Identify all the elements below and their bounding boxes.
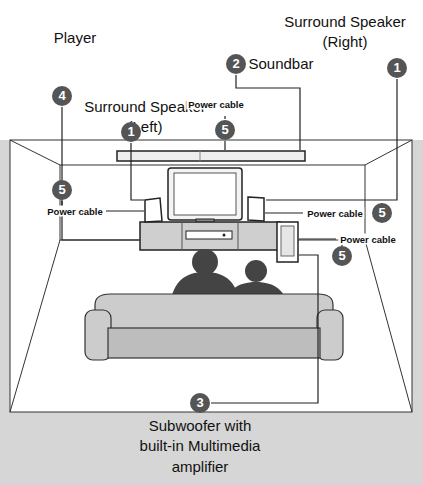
part-label: Surround Speaker (Right): [278, 12, 413, 53]
callout-number: 2: [226, 54, 246, 74]
callout-number: 5: [332, 246, 352, 266]
cable-label: Power cable: [45, 206, 104, 217]
part-label: Soundbar: [248, 54, 313, 74]
surround-speaker-right: [248, 197, 264, 221]
sofa: [85, 294, 343, 360]
leader-lines: [62, 75, 397, 403]
soundbar: [117, 151, 305, 161]
cable-label: Power cable: [305, 208, 364, 219]
room: [10, 140, 412, 412]
callout-number: 5: [52, 180, 72, 200]
ground: [0, 140, 423, 485]
part-label: Player: [54, 28, 97, 48]
soundbar-detail: [200, 151, 201, 161]
cable-label: Power cable: [186, 99, 245, 110]
callout-number: 5: [215, 120, 235, 140]
callout-number: 1: [121, 122, 141, 142]
tv-cabinet: [140, 222, 280, 250]
callout-number: 1: [387, 58, 407, 78]
part-label: Subwoofer with built-in Multimedia ampli…: [133, 416, 267, 477]
cable-label: Power cable: [338, 234, 397, 245]
callout-number: 5: [372, 203, 392, 223]
callout-number: 4: [52, 86, 72, 106]
callout-number: 3: [190, 393, 210, 413]
player: [186, 231, 232, 239]
subwoofer: [277, 222, 298, 262]
television: [168, 168, 242, 223]
player-detail: [223, 234, 226, 237]
surround-speaker-left: [145, 198, 162, 222]
